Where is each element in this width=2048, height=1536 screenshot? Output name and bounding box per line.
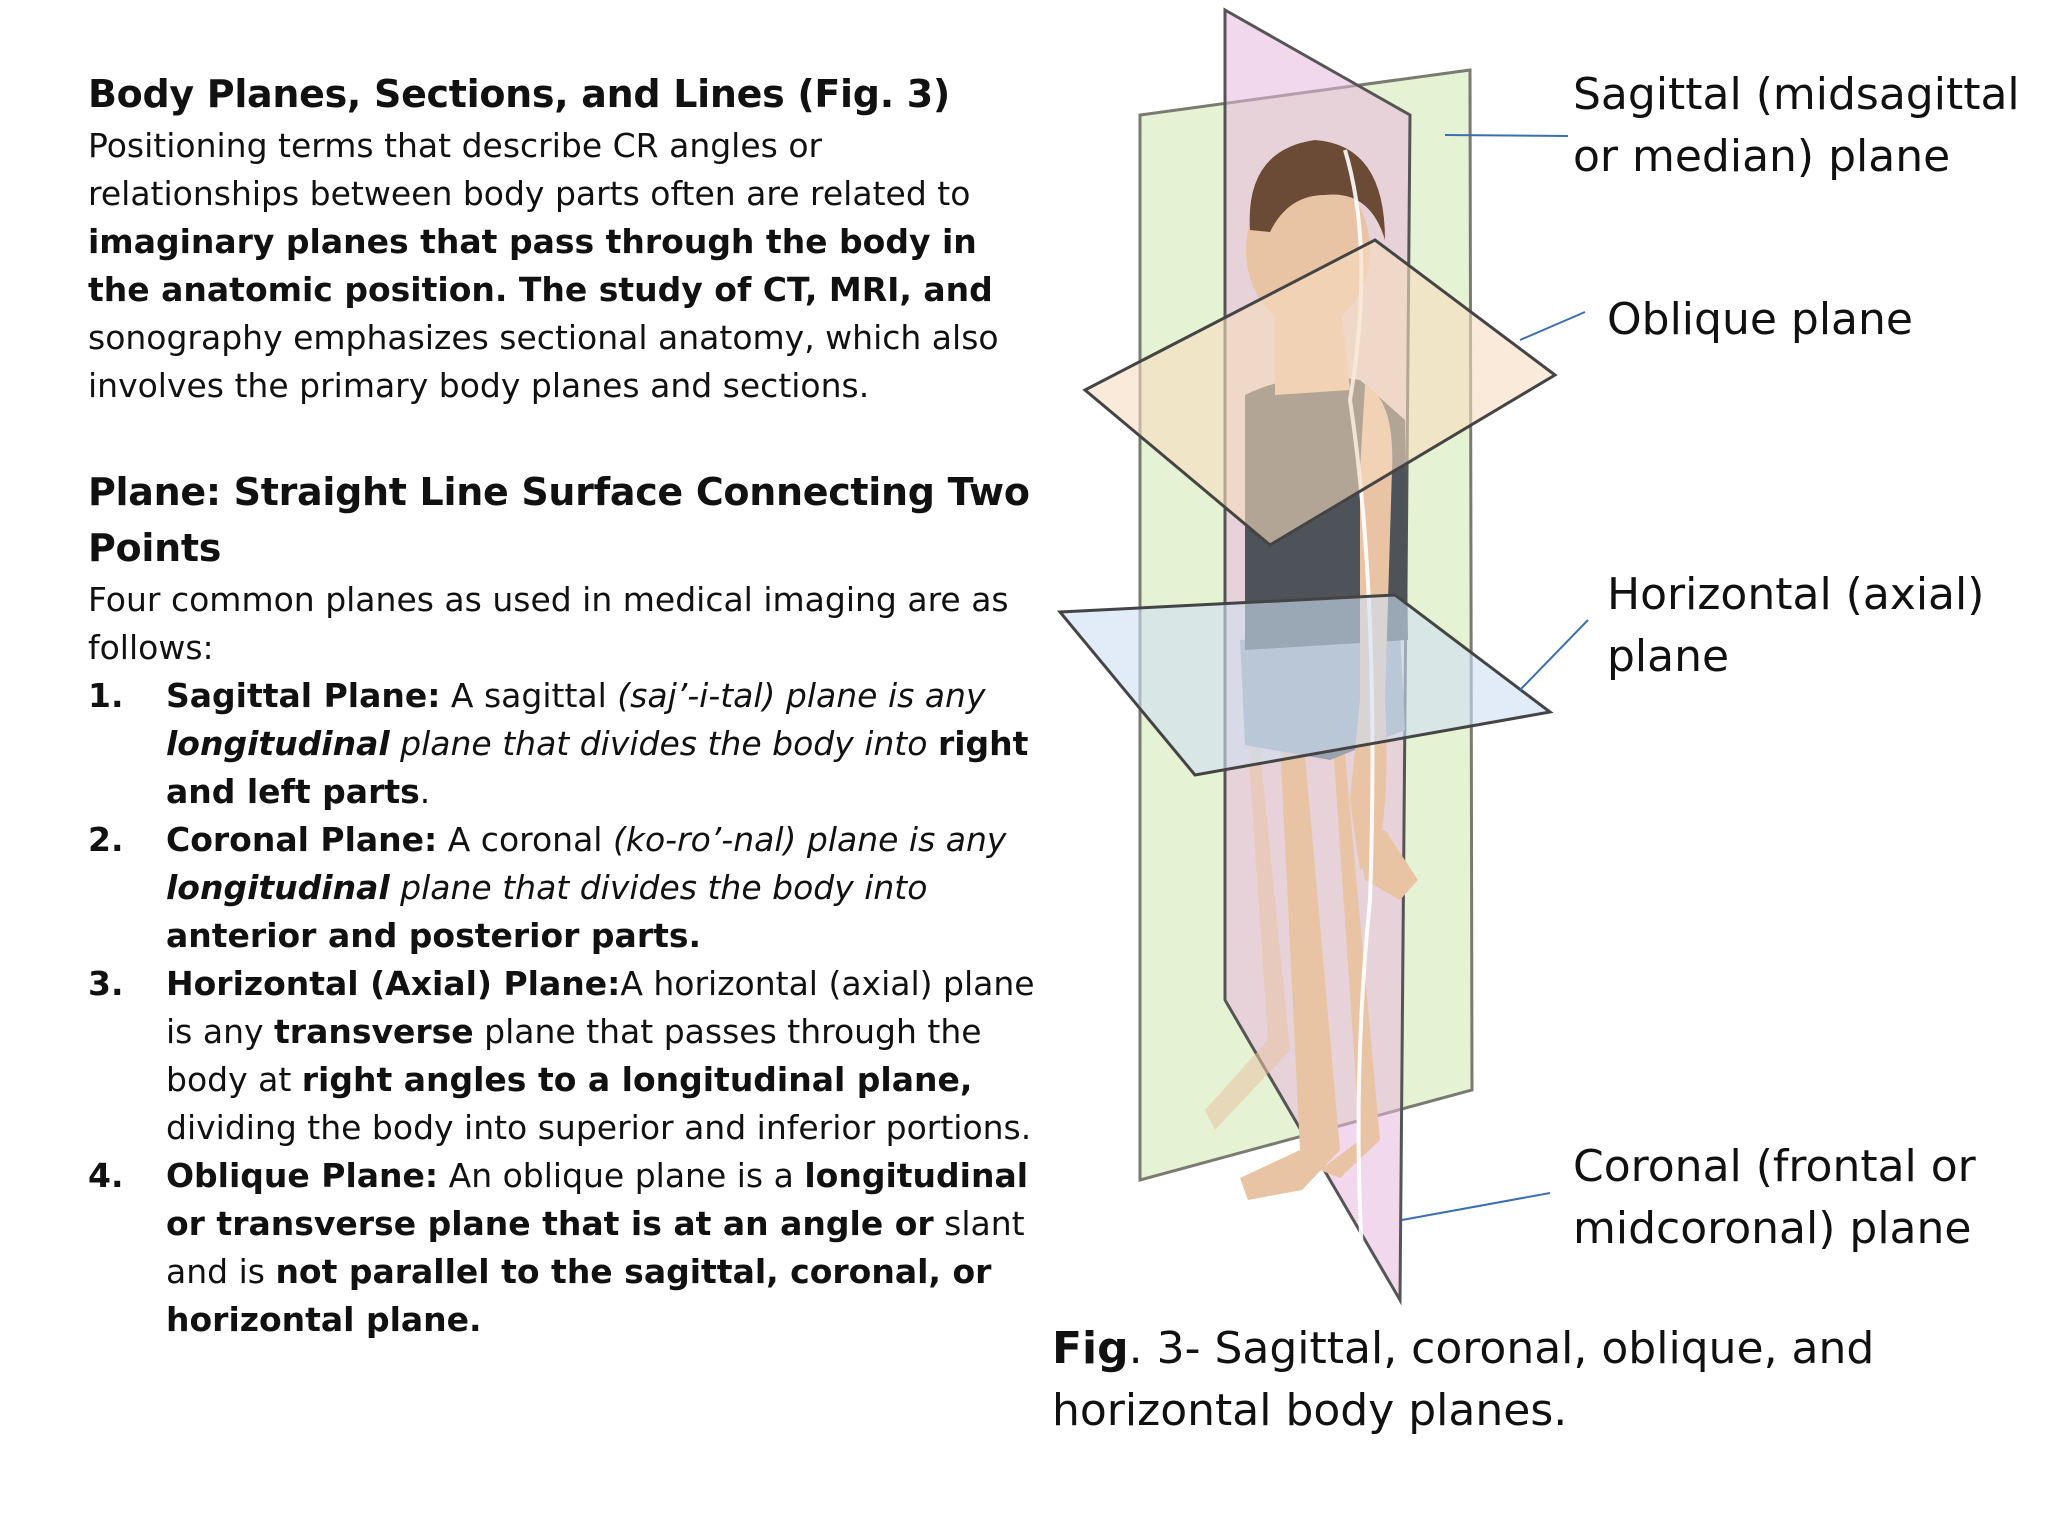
list-item-sagittal: 1.Sagittal Plane: A sagittal (saj’-i-tal…	[88, 676, 1029, 811]
label-oblique: Oblique plane	[1607, 294, 1913, 345]
leader-line-horizontal	[1519, 619, 1589, 691]
label-horizontal-line-1: Horizontal (axial)	[1607, 569, 1985, 620]
list-item-coronal: 2.Coronal Plane: A coronal (ko-ro’-nal) …	[88, 820, 1007, 955]
section-title-plane-definition: Plane: Straight Line Surface Connecting …	[88, 470, 1030, 570]
planes-intro: Four common planes as used in medical im…	[88, 580, 1009, 667]
leader-line-sagittal	[1444, 134, 1569, 137]
label-horizontal-line-2: plane	[1607, 631, 1730, 682]
body-planes-figure: Sagittal (midsagittal or median) plane O…	[1040, 0, 2048, 1536]
intro-paragraph: Positioning terms that describe CR angle…	[88, 126, 999, 405]
oblique-plane	[1082, 238, 1558, 547]
label-sagittal-line-1: Sagittal (midsagittal	[1573, 69, 2020, 120]
label-sagittal-line-2: or median) plane	[1573, 131, 1951, 182]
label-coronal-line-2: midcoronal) plane	[1573, 1203, 1972, 1254]
horizontal-plane	[1056, 593, 1554, 777]
figure-caption: Fig. 3- Sagittal, coronal, oblique, and …	[1052, 1323, 1875, 1436]
body-planes-illustration	[1056, 7, 1589, 1306]
text-column: Body Planes, Sections, and Lines (Fig. 3…	[88, 66, 1038, 1344]
list-item-horizontal: 3.Horizontal (Axial) Plane:A horizontal …	[88, 964, 1035, 1147]
leader-line-oblique	[1519, 311, 1586, 341]
list-item-oblique: 4.Oblique Plane: An oblique plane is a l…	[88, 1156, 1029, 1339]
label-coronal-line-1: Coronal (frontal or	[1573, 1141, 1976, 1192]
leader-line-coronal	[1401, 1192, 1551, 1221]
section-title-body-planes: Body Planes, Sections, and Lines (Fig. 3…	[88, 72, 950, 116]
planes-list: 1.Sagittal Plane: A sagittal (saj’-i-tal…	[88, 672, 1038, 1344]
